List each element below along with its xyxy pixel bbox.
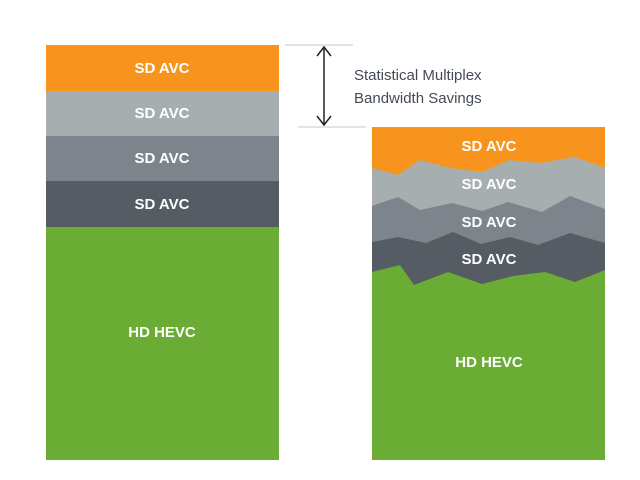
left-hd-hevc-block <box>46 227 279 460</box>
left-hd-hevc-label: HD HEVC <box>128 324 196 341</box>
left-sd-avc-label-1: SD AVC <box>134 60 189 77</box>
left-sd-avc-orange-block <box>46 45 279 91</box>
savings-caption-line-2: Bandwidth Savings <box>354 90 482 107</box>
left-sd-avc-label-3: SD AVC <box>134 150 189 167</box>
left-sd-avc-light-gray-block <box>46 91 279 136</box>
right-hd-hevc-block <box>372 265 605 460</box>
right-sd-avc-label-3: SD AVC <box>461 214 516 231</box>
left-sd-avc-label-2: SD AVC <box>134 105 189 122</box>
left-sd-avc-dark-gray-block <box>46 181 279 227</box>
left-sd-avc-label-4: SD AVC <box>134 196 189 213</box>
right-hd-hevc-label: HD HEVC <box>455 354 523 371</box>
left-stack: SD AVC SD AVC SD AVC SD AVC HD HEVC <box>46 45 279 460</box>
right-stack: SD AVC SD AVC SD AVC SD AVC HD HEVC <box>372 127 605 460</box>
savings-annotation: Statistical Multiplex Bandwidth Savings <box>285 44 482 128</box>
right-sd-avc-label-4: SD AVC <box>461 251 516 268</box>
double-arrow-icon <box>316 45 332 127</box>
right-sd-avc-label-1: SD AVC <box>461 138 516 155</box>
right-sd-avc-label-2: SD AVC <box>461 176 516 193</box>
savings-caption-line-1: Statistical Multiplex <box>354 67 482 84</box>
left-sd-avc-mid-gray-block <box>46 136 279 181</box>
